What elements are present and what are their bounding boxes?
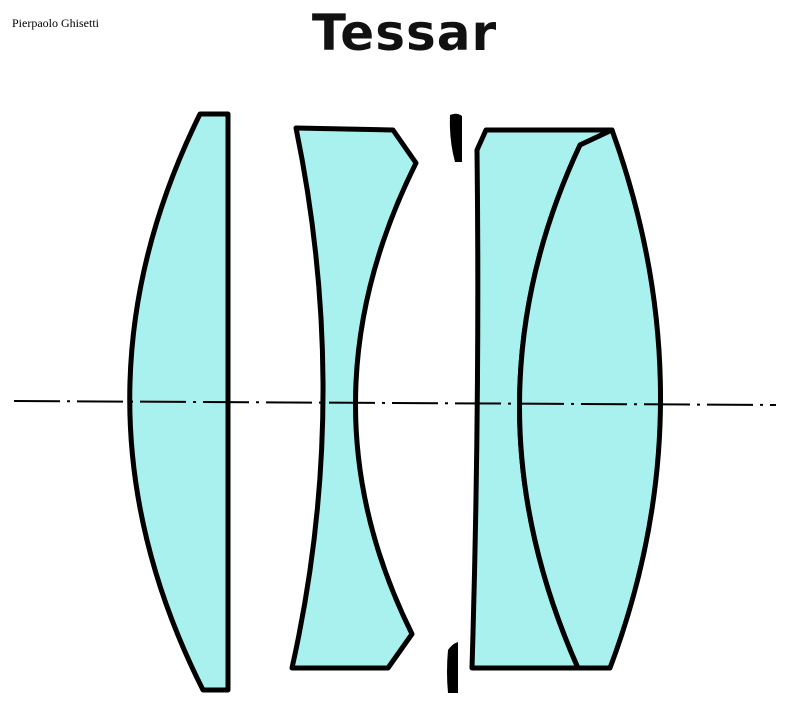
negative-meniscus-lens <box>289 125 419 671</box>
page-title: Tessar <box>311 4 498 62</box>
aperture-stop-upper-blade <box>449 113 462 162</box>
rear-doublet-positive-element <box>517 127 663 671</box>
optical-axis <box>13 400 777 406</box>
author-credit: Pierpaolo Ghisetti <box>12 16 99 30</box>
aperture-stop-lower-blade <box>447 642 458 693</box>
